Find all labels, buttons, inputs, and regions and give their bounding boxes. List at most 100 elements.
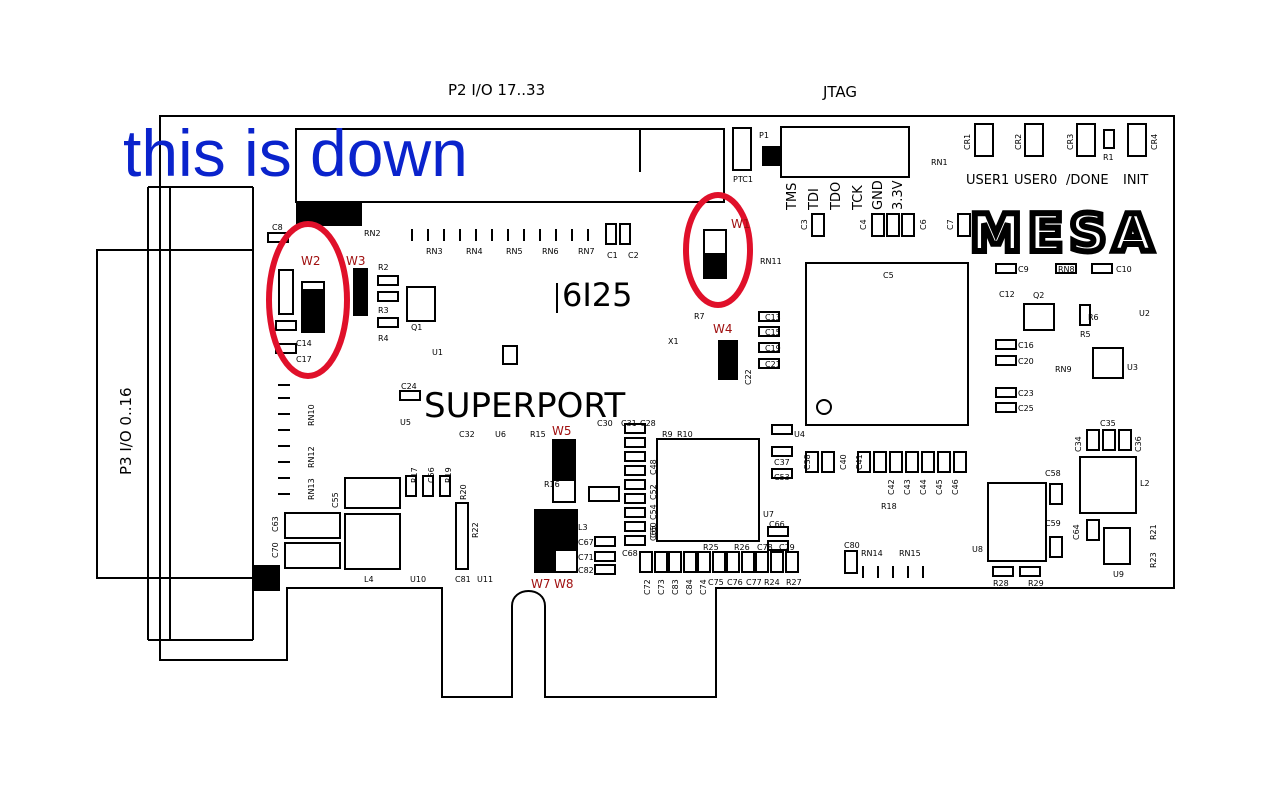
comp-103: C77 [746,578,762,587]
comp-95: C68 [622,549,638,558]
comp-85: R18 [881,502,897,511]
comp-22: C20 [1018,357,1034,366]
comp-98: C83 [671,579,680,595]
comp-0: P1 [759,131,769,140]
comp-44: C24 [401,382,417,391]
comp-29: RN3 [426,247,443,256]
circle-w2 [266,221,350,379]
comp-97: C73 [657,579,666,595]
comp-34: C1 [607,251,618,260]
comp-99: C84 [685,579,694,595]
comp-4: CR2 [1014,134,1023,150]
comp-24: U3 [1127,363,1138,372]
jtag-pin-0: TMS [785,183,800,211]
comp-69: C19 [765,344,781,353]
comp-53: R10 [677,430,693,439]
comp-45: U5 [400,418,411,427]
comp-26: C25 [1018,404,1034,413]
comp-125: U9 [1113,570,1124,579]
comp-92: C67 [578,538,594,547]
comp-38: R3 [378,306,389,315]
mesa-logo: MESA [970,204,1159,264]
comp-101: C75 [708,578,724,587]
comp-15: C10 [1116,265,1132,274]
comp-73: R7 [694,312,705,321]
comp-87: C52 [649,484,658,500]
comp-55: R17 [410,467,419,483]
comp-86: C48 [649,459,658,475]
comp-20: U2 [1139,309,1150,318]
p2-label: P2 I/O 17..33 [448,81,545,99]
comp-91: L3 [578,523,588,532]
comp-88: C54 [649,504,658,520]
comp-105: R27 [786,578,802,587]
comp-35: C2 [628,251,639,260]
comp-65: C81 [455,575,471,584]
comp-94: C82 [578,566,594,575]
comp-37: R2 [378,263,389,272]
jumper-label-w7: W7 [531,577,551,591]
comp-66: U11 [477,575,493,584]
fpga-chip [805,262,969,426]
comp-110: U7 [763,510,774,519]
comp-116: C35 [1100,419,1116,428]
jumper-label-w2: W2 [301,254,321,268]
comp-17: Q2 [1033,291,1044,300]
comp-54: R16 [544,480,560,489]
comp-102: C76 [727,578,743,587]
comp-33: RN7 [578,247,595,256]
comp-9: C4 [859,219,868,230]
comp-118: C58 [1045,469,1061,478]
comp-79: C42 [887,479,896,495]
comp-41: U1 [432,348,443,357]
comp-63: L4 [364,575,374,584]
comp-106: R25 [703,543,719,552]
comp-81: C44 [919,479,928,495]
comp-16: C12 [999,290,1015,299]
comp-46: C32 [459,430,475,439]
comp-111: C66 [769,520,785,529]
comp-113: RN14 [861,549,883,558]
comp-129: RN12 [307,446,316,468]
comp-2: RN1 [931,158,948,167]
comp-6: R1 [1103,153,1114,162]
led-label-0: USER1 [966,173,1009,188]
comp-68: C15 [765,328,781,337]
comp-72: X1 [668,337,679,346]
jtag-label: JTAG [822,83,857,101]
comp-49: C30 [597,419,613,428]
comp-50: C31 [621,419,637,428]
comp-107: R26 [734,543,750,552]
comp-52: R9 [662,430,673,439]
comp-18: R6 [1088,313,1099,322]
board-name: 6I25 [562,276,633,314]
comp-39: Q1 [411,323,422,332]
comp-124: R23 [1149,552,1158,568]
comp-62: C70 [271,542,280,558]
comp-40: R4 [378,334,389,343]
led-label-1: USER0 [1014,173,1057,188]
comp-3: CR1 [963,134,972,150]
comp-78: C41 [855,454,864,470]
comp-30: RN4 [466,247,483,256]
comp-51: C28 [640,419,656,428]
comp-1: PTC1 [733,175,753,184]
p3-label: P3 I/O 0..16 [117,387,135,475]
comp-130: RN13 [307,478,316,500]
comp-14: RN8 [1058,265,1075,274]
comp-90: C65 [649,525,658,541]
comp-28: RN2 [364,229,381,238]
comp-7: CR4 [1150,134,1159,150]
jumper-label-w8: W8 [554,577,574,591]
comp-80: C43 [903,479,912,495]
comp-104: R24 [764,578,780,587]
comp-25: C23 [1018,389,1034,398]
superport-text: SUPERPORT [424,386,625,426]
comp-43: C17 [296,355,312,364]
comp-115: C34 [1074,436,1083,452]
jtag-pin-2: TDO [829,182,844,211]
jumper-label-w3: W3 [346,254,366,268]
comp-83: C46 [951,479,960,495]
led-label-3: INIT [1123,173,1148,188]
